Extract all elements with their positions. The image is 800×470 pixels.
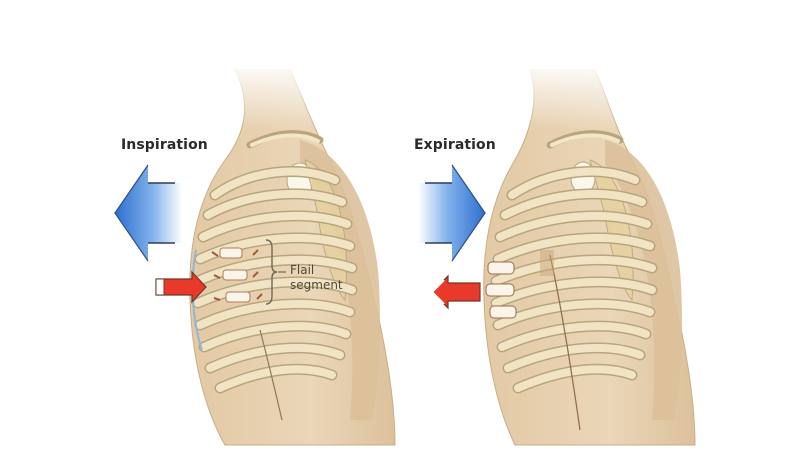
inspiration-panel: Inspiration Flail segment (114, 60, 396, 446)
flail-segment-label: Flail segment (290, 263, 343, 293)
blue-arrow-right-icon (418, 164, 486, 262)
flail-brace (265, 239, 278, 305)
red-arrow-left-icon (430, 274, 481, 310)
flail-label-line2: segment (290, 278, 343, 292)
expiration-panel: Expiration (400, 0, 800, 470)
expiration-title: Expiration (414, 137, 496, 153)
inspiration-title: Inspiration (121, 137, 208, 153)
rib-cage (191, 166, 358, 421)
inspiration-illustration (114, 60, 396, 446)
fractured-ribs (485, 261, 517, 319)
blue-arrow-left-icon (114, 164, 182, 262)
flail-label-line1: Flail (290, 263, 315, 277)
red-arrow-right-icon (155, 270, 207, 304)
expiration-illustration (418, 60, 696, 446)
rib-cage (485, 166, 658, 431)
fractured-ribs (211, 247, 263, 303)
